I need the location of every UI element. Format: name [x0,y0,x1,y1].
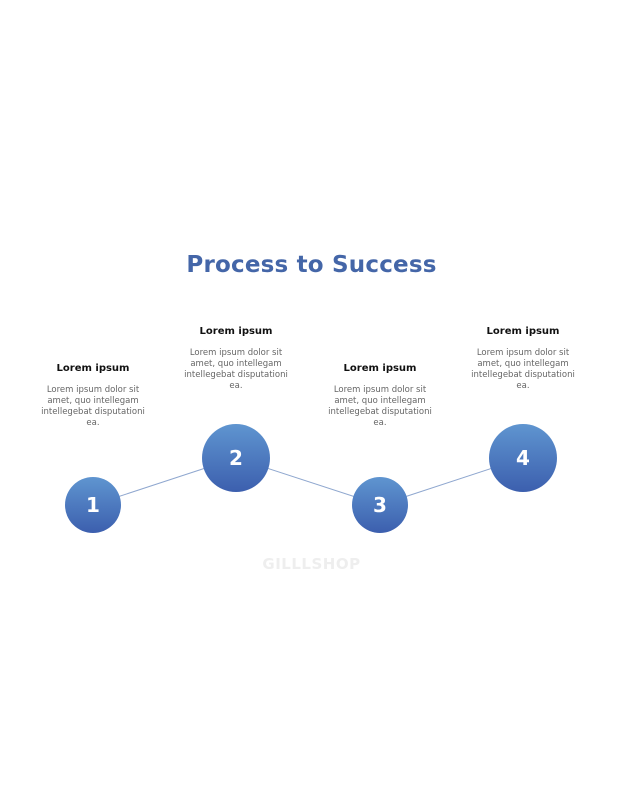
step-2-number: 2 [229,446,243,470]
step-4-heading: Lorem ipsum [486,326,560,337]
step-1-heading: Lorem ipsum [56,363,130,374]
step-4-circle: 4 [489,424,557,492]
step-3-number: 3 [373,493,387,517]
watermark: GILLLSHOP [262,555,361,573]
step-2-circle: 2 [202,424,270,492]
step-2-heading: Lorem ipsum [199,326,273,337]
diagram-title: Process to Success [186,252,437,278]
step-4-description: Lorem ipsum dolor sit amet, quo intelleg… [471,348,575,391]
step-1-number: 1 [86,493,100,517]
step-3-circle: 3 [352,477,408,533]
step-3-description: Lorem ipsum dolor sit amet, quo intelleg… [328,385,432,428]
step-4-number: 4 [516,446,530,470]
step-1-circle: 1 [65,477,121,533]
step-3-heading: Lorem ipsum [343,363,417,374]
step-2-description: Lorem ipsum dolor sit amet, quo intelleg… [184,348,288,391]
step-1-description: Lorem ipsum dolor sit amet, quo intelleg… [41,385,145,428]
